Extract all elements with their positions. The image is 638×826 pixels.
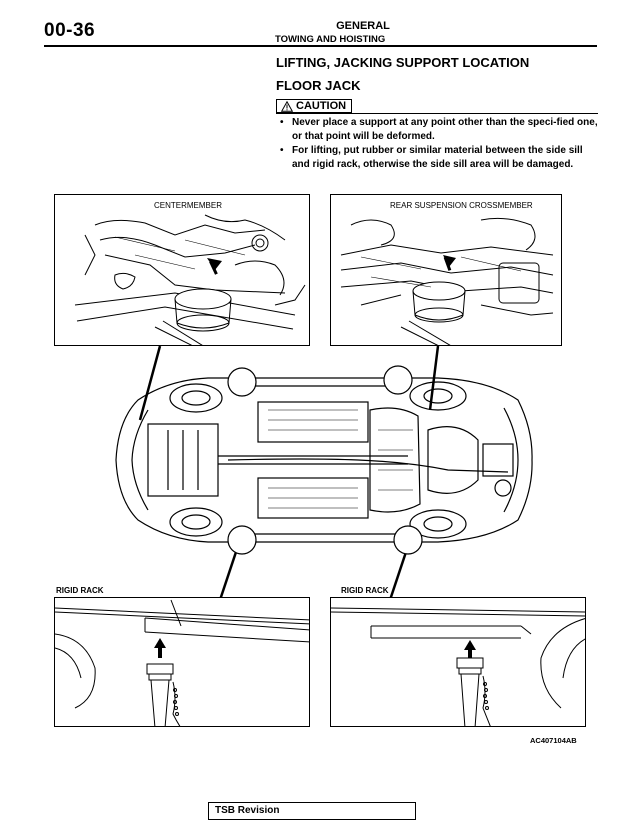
rigid-rack-left-panel [54,597,310,727]
caution-list: Never place a support at any point other… [280,116,600,172]
caution-rule [276,113,598,114]
caution-item: For lifting, put rubber or similar mater… [280,144,600,172]
caution-item: Never place a support at any point other… [280,116,600,144]
page-number: 00-36 [44,20,96,41]
rigid-rack-left-drawing [55,599,309,726]
centermember-drawing [74,214,306,345]
rigid-rack-right-drawing [331,607,585,726]
subsection-title: TOWING AND HOISTING [275,34,386,45]
header-rule [44,45,597,47]
section-title: GENERAL [336,20,390,32]
figure-code: AC407104AB [530,736,577,745]
rear-crossmember-label: REAR SUSPENSION CROSSMEMBER [389,201,534,210]
warning-triangle-icon [281,100,293,112]
caution-box: CAUTION [276,99,352,113]
inset-rear-crossmember: REAR SUSPENSION CROSSMEMBER [330,194,562,346]
centermember-label: CENTERMEMBER [153,201,224,210]
page-heading: LIFTING, JACKING SUPPORT LOCATION [276,55,530,70]
inset-centermember: CENTERMEMBER [54,194,310,346]
tsb-revision-label: TSB Revision [215,805,280,816]
rigid-rack-right-panel [330,597,586,727]
rear-crossmember-drawing [340,217,554,345]
rigid-rack-left-label: RIGID RACK [56,586,104,595]
tsb-revision-box: TSB Revision [208,802,416,820]
page-subheading: FLOOR JACK [276,78,361,93]
caution-label: CAUTION [296,100,347,112]
vehicle-underbody-drawing [115,365,533,555]
rigid-rack-right-label: RIGID RACK [341,586,389,595]
